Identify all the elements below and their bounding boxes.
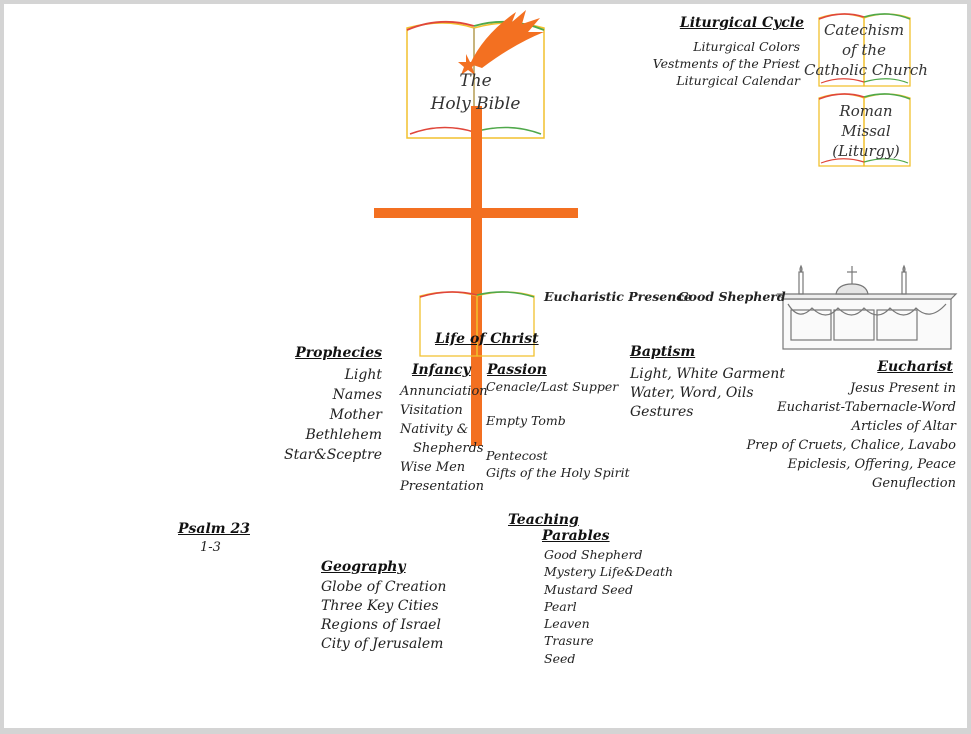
infancy-heading: Infancy xyxy=(412,362,471,378)
list-item: Names xyxy=(332,387,382,403)
holy-bible-title: The Holy Bible xyxy=(407,70,544,116)
diagram-graphics xyxy=(374,10,958,446)
list-item: Prep of Cruets, Chalice, Lavabo xyxy=(746,438,956,453)
life-of-christ-book-icon xyxy=(419,291,535,357)
passion-item-pentecost: Pentecost xyxy=(486,448,548,463)
list-item: Annunciation xyxy=(400,384,488,399)
diagram-page: The Holy Bible Liturgical Cycle Liturgic… xyxy=(4,4,967,728)
list-item: Nativity & xyxy=(400,422,469,437)
psalm-verses: 1-3 xyxy=(200,540,221,555)
list-item: Leaven xyxy=(544,616,590,632)
catechism-book-icon xyxy=(818,13,911,87)
shooting-star-icon xyxy=(458,10,544,75)
list-item: Wise Men xyxy=(400,460,466,475)
passion-item-gifts: Gifts of the Holy Spirit xyxy=(486,465,630,480)
geography-list: Globe of Creation Three Key Cities Regio… xyxy=(321,578,446,654)
infancy-list: Annunciation Visitation Nativity & Sheph… xyxy=(400,382,488,496)
list-item: Visitation xyxy=(400,403,463,418)
passion-item-cenacle: Cenacle/Last Supper xyxy=(486,379,619,394)
baptism-heading: Baptism xyxy=(630,344,696,360)
missal-book-icon xyxy=(818,93,911,167)
list-item: Genuflection xyxy=(871,476,956,491)
geography-heading: Geography xyxy=(321,559,406,575)
baptism-list: Light, White Garment Water, Word, Oils G… xyxy=(630,365,785,422)
list-item: Light, White Garment xyxy=(630,366,785,382)
passion-item-empty-tomb: Empty Tomb xyxy=(486,413,566,428)
list-item: Eucharist-Tabernacle-Word xyxy=(777,400,956,415)
list-item: Shepherds xyxy=(413,441,484,456)
list-item: Epiclesis, Offering, Peace xyxy=(787,457,956,472)
list-item: Liturgical Calendar xyxy=(676,73,800,88)
missal-line3: (Liturgy) xyxy=(832,142,900,160)
passion-heading: Passion xyxy=(487,362,547,378)
list-item: Seed xyxy=(544,650,576,666)
holy-bible-line1: The xyxy=(459,71,492,91)
list-item: Jesus Present in xyxy=(849,381,956,396)
eucharistic-presence-heading: Eucharistic Presence xyxy=(544,289,692,304)
prophecies-heading: Prophecies xyxy=(295,345,382,361)
parables-heading: Parables xyxy=(542,528,610,544)
list-item: Water, Word, Oils xyxy=(630,385,754,401)
psalm-heading: Psalm 23 xyxy=(178,521,250,537)
list-item: Gestures xyxy=(630,404,694,420)
teaching-heading: Teaching xyxy=(508,512,579,528)
liturgical-cycle-list: Liturgical Colors Vestments of the Pries… xyxy=(653,38,800,89)
list-item: Liturgical Colors xyxy=(693,39,800,54)
list-item: Vestments of the Priest xyxy=(652,56,800,71)
list-item: Regions of Israel xyxy=(321,617,441,633)
missal-line1: Roman xyxy=(839,102,893,120)
list-item: Mustard Seed xyxy=(544,581,634,597)
list-item: Pearl xyxy=(544,598,577,614)
list-item: Trasure xyxy=(544,633,594,649)
prophecies-list: Light Names Mother Bethlehem Star&Sceptr… xyxy=(284,365,382,465)
list-item: Globe of Creation xyxy=(321,579,447,595)
altar-icon xyxy=(776,264,958,350)
cross-icon xyxy=(374,106,578,446)
list-item: Presentation xyxy=(400,479,484,494)
good-shepherd-heading: Good Shepherd xyxy=(678,289,786,304)
list-item: Mystery Life&Death xyxy=(544,564,674,580)
list-item: Star&Sceptre xyxy=(284,447,382,463)
catechism-line3: Catholic Church xyxy=(804,61,928,79)
missal-line2: Missal xyxy=(841,122,891,140)
catechism-line2: of the xyxy=(842,41,886,59)
list-item: Articles of Altar xyxy=(851,419,956,434)
liturgical-cycle-heading: Liturgical Cycle xyxy=(679,15,804,31)
list-item: Bethlehem xyxy=(305,427,382,443)
list-item: City of Jerusalem xyxy=(321,636,444,652)
missal-title: Roman Missal (Liturgy) xyxy=(804,101,928,161)
catechism-line1: Catechism xyxy=(823,21,905,39)
list-item: Good Shepherd xyxy=(544,547,643,562)
holy-bible-line2: Holy Bible xyxy=(430,94,521,114)
parables-list: Good Shepherd Mystery Life&Death Mustard… xyxy=(544,546,673,667)
eucharist-list: Jesus Present in Eucharist-Tabernacle-Wo… xyxy=(746,379,956,493)
life-of-christ-heading: Life of Christ xyxy=(435,331,539,347)
list-item: Light xyxy=(344,367,382,383)
eucharist-heading: Eucharist xyxy=(877,359,953,375)
list-item: Mother xyxy=(329,407,382,423)
catechism-title: Catechism of the Catholic Church xyxy=(804,20,928,80)
list-item: Three Key Cities xyxy=(321,598,439,614)
